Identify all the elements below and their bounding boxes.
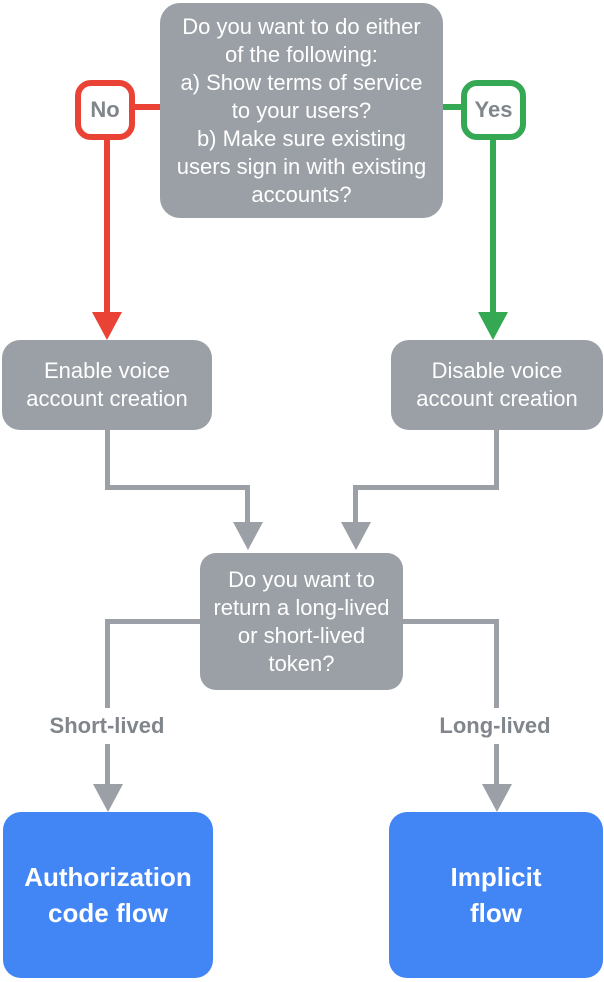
edge-disable-across — [353, 485, 499, 490]
edge-short-down — [105, 619, 110, 786]
edge-disable-drop — [353, 485, 358, 524]
edge-yes-horizontal — [443, 104, 461, 110]
arrowhead-no-icon — [92, 312, 122, 340]
arrowhead-merge-left-icon — [233, 522, 263, 550]
branch-label-long-lived-text: Long-lived — [439, 713, 551, 738]
edge-enable-across — [105, 485, 250, 490]
decision-badge-no-label: No — [90, 97, 120, 122]
edge-no-horizontal — [135, 104, 160, 110]
edge-enable-drop — [245, 485, 250, 524]
decision-badge-yes: Yes — [461, 80, 526, 140]
branch-label-short-lived: Short-lived — [22, 708, 192, 744]
branch-label-short-lived-text: Short-lived — [49, 713, 165, 738]
decision-badge-yes-label: Yes — [474, 97, 513, 122]
arrowhead-long-lived-icon — [482, 784, 512, 812]
node-question-terms-text: Do you want to do either of the followin… — [176, 13, 427, 207]
edge-long-down — [494, 619, 499, 786]
arrowhead-short-lived-icon — [93, 784, 123, 812]
node-authorization-code-flow-text: Authorization code flow — [24, 862, 192, 928]
edge-long-across — [403, 619, 499, 624]
edge-short-across — [105, 619, 200, 624]
edge-no-vertical — [104, 138, 110, 314]
edge-yes-vertical — [490, 138, 496, 314]
node-question-terms: Do you want to do either of the followin… — [160, 3, 443, 218]
node-implicit-flow: Implicit flow — [389, 812, 603, 978]
node-disable-voice-account-creation: Disable voice account creation — [391, 340, 603, 430]
branch-label-long-lived: Long-lived — [411, 708, 579, 744]
arrowhead-yes-icon — [478, 312, 508, 340]
node-enable-text: Enable voice account creation — [26, 358, 188, 411]
node-enable-voice-account-creation: Enable voice account creation — [2, 340, 212, 430]
node-implicit-flow-text: Implicit flow — [450, 862, 542, 928]
node-question-token: Do you want to return a long-lived or sh… — [200, 553, 403, 690]
arrowhead-merge-right-icon — [341, 522, 371, 550]
node-disable-text: Disable voice account creation — [416, 358, 578, 411]
edge-enable-down — [105, 430, 110, 490]
decision-badge-no: No — [75, 80, 135, 140]
node-question-token-text: Do you want to return a long-lived or sh… — [213, 566, 390, 676]
node-authorization-code-flow: Authorization code flow — [3, 812, 213, 978]
edge-disable-down — [494, 430, 499, 490]
